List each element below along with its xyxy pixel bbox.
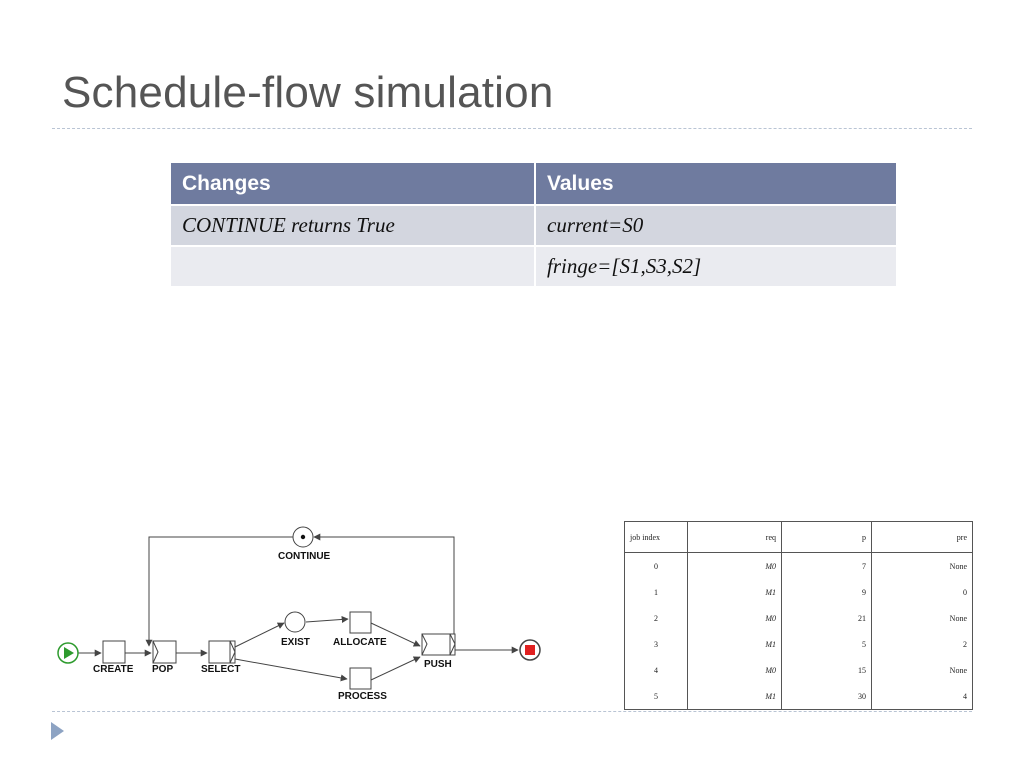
create-transition bbox=[102, 640, 126, 664]
table-row: 3 M1 5 2 bbox=[624, 631, 973, 657]
label-pop: POP bbox=[152, 664, 173, 675]
table-cell: 1 bbox=[624, 579, 688, 605]
table-cell: 9 bbox=[781, 579, 872, 605]
push-transition bbox=[421, 633, 456, 656]
end-event-icon bbox=[519, 639, 541, 661]
label-process: PROCESS bbox=[338, 691, 387, 702]
table-row: 0 M0 7 None bbox=[624, 552, 973, 579]
table-cell: 5 bbox=[624, 683, 688, 710]
footer-divider bbox=[52, 711, 972, 712]
table-cell: 2 bbox=[624, 605, 688, 631]
label-create: CREATE bbox=[93, 664, 134, 675]
header-req: req bbox=[687, 521, 782, 553]
table-row: 1 M1 9 0 bbox=[624, 579, 973, 605]
header-pre: pre bbox=[871, 521, 973, 553]
label-push: PUSH bbox=[424, 659, 452, 670]
label-exist: EXIST bbox=[281, 637, 310, 648]
slide-title: Schedule-flow simulation bbox=[62, 68, 554, 117]
table-cell: 4 bbox=[963, 691, 967, 701]
table-cell: M0 bbox=[687, 605, 782, 631]
schedule-flow-diagram: CREATE POP SELECT EXIST ALLOCATE PROCESS… bbox=[57, 526, 541, 702]
select-transition bbox=[208, 640, 236, 664]
table-cell: M0 bbox=[687, 552, 782, 579]
flow-edges bbox=[78, 533, 519, 682]
table-cell: 0 bbox=[624, 552, 688, 579]
table-cell: M0 bbox=[687, 657, 782, 683]
table-cell: 0 bbox=[963, 587, 967, 597]
table-row: 4 M0 15 None bbox=[624, 657, 973, 683]
table-cell: None bbox=[949, 665, 967, 675]
table-cell: 5 bbox=[781, 631, 872, 657]
header-p: p bbox=[781, 521, 872, 553]
continue-place bbox=[292, 526, 314, 548]
table-cell: 3 bbox=[624, 631, 688, 657]
table-cell: 30 bbox=[781, 683, 872, 710]
label-allocate: ALLOCATE bbox=[333, 637, 387, 648]
label-continue: CONTINUE bbox=[278, 551, 331, 562]
changes-table: Changes Values CONTINUE returns True cur… bbox=[171, 163, 896, 286]
header-job-index: job index bbox=[624, 521, 688, 553]
table-cell: CONTINUE returns True bbox=[171, 204, 536, 246]
header-values: Values bbox=[535, 163, 896, 205]
table-cell: 21 bbox=[781, 605, 872, 631]
table-cell: 4 bbox=[624, 657, 688, 683]
table-row: 5 M1 30 4 bbox=[624, 683, 973, 710]
title-divider bbox=[52, 128, 972, 129]
start-event-icon bbox=[57, 642, 79, 664]
table-cell: 2 bbox=[963, 639, 967, 649]
table-cell: 15 bbox=[781, 657, 872, 683]
table-cell bbox=[171, 245, 536, 286]
table-cell: current=S0 bbox=[535, 204, 896, 246]
label-select: SELECT bbox=[201, 664, 240, 675]
pop-transition bbox=[152, 640, 177, 664]
job-table-header: job index req p pre bbox=[624, 521, 973, 553]
header-changes: Changes bbox=[171, 163, 536, 205]
exist-place bbox=[284, 611, 306, 633]
job-table: job index req p pre 0 M0 7 None 1 M1 9 0… bbox=[624, 521, 973, 710]
table-cell: M1 bbox=[687, 579, 782, 605]
changes-table-header: Changes Values bbox=[171, 163, 896, 205]
table-cell: None bbox=[949, 561, 967, 571]
table-row: fringe=[S1,S3,S2] bbox=[171, 245, 896, 286]
table-cell: 7 bbox=[781, 552, 872, 579]
process-transition bbox=[349, 667, 372, 690]
table-row: 2 M0 21 None bbox=[624, 605, 973, 631]
table-cell: M1 bbox=[687, 683, 782, 710]
next-slide-arrow-icon[interactable] bbox=[51, 722, 64, 740]
table-row: CONTINUE returns True current=S0 bbox=[171, 204, 896, 246]
table-cell: fringe=[S1,S3,S2] bbox=[535, 245, 896, 286]
allocate-transition bbox=[349, 611, 372, 634]
table-cell: M1 bbox=[687, 631, 782, 657]
table-cell: None bbox=[949, 613, 967, 623]
